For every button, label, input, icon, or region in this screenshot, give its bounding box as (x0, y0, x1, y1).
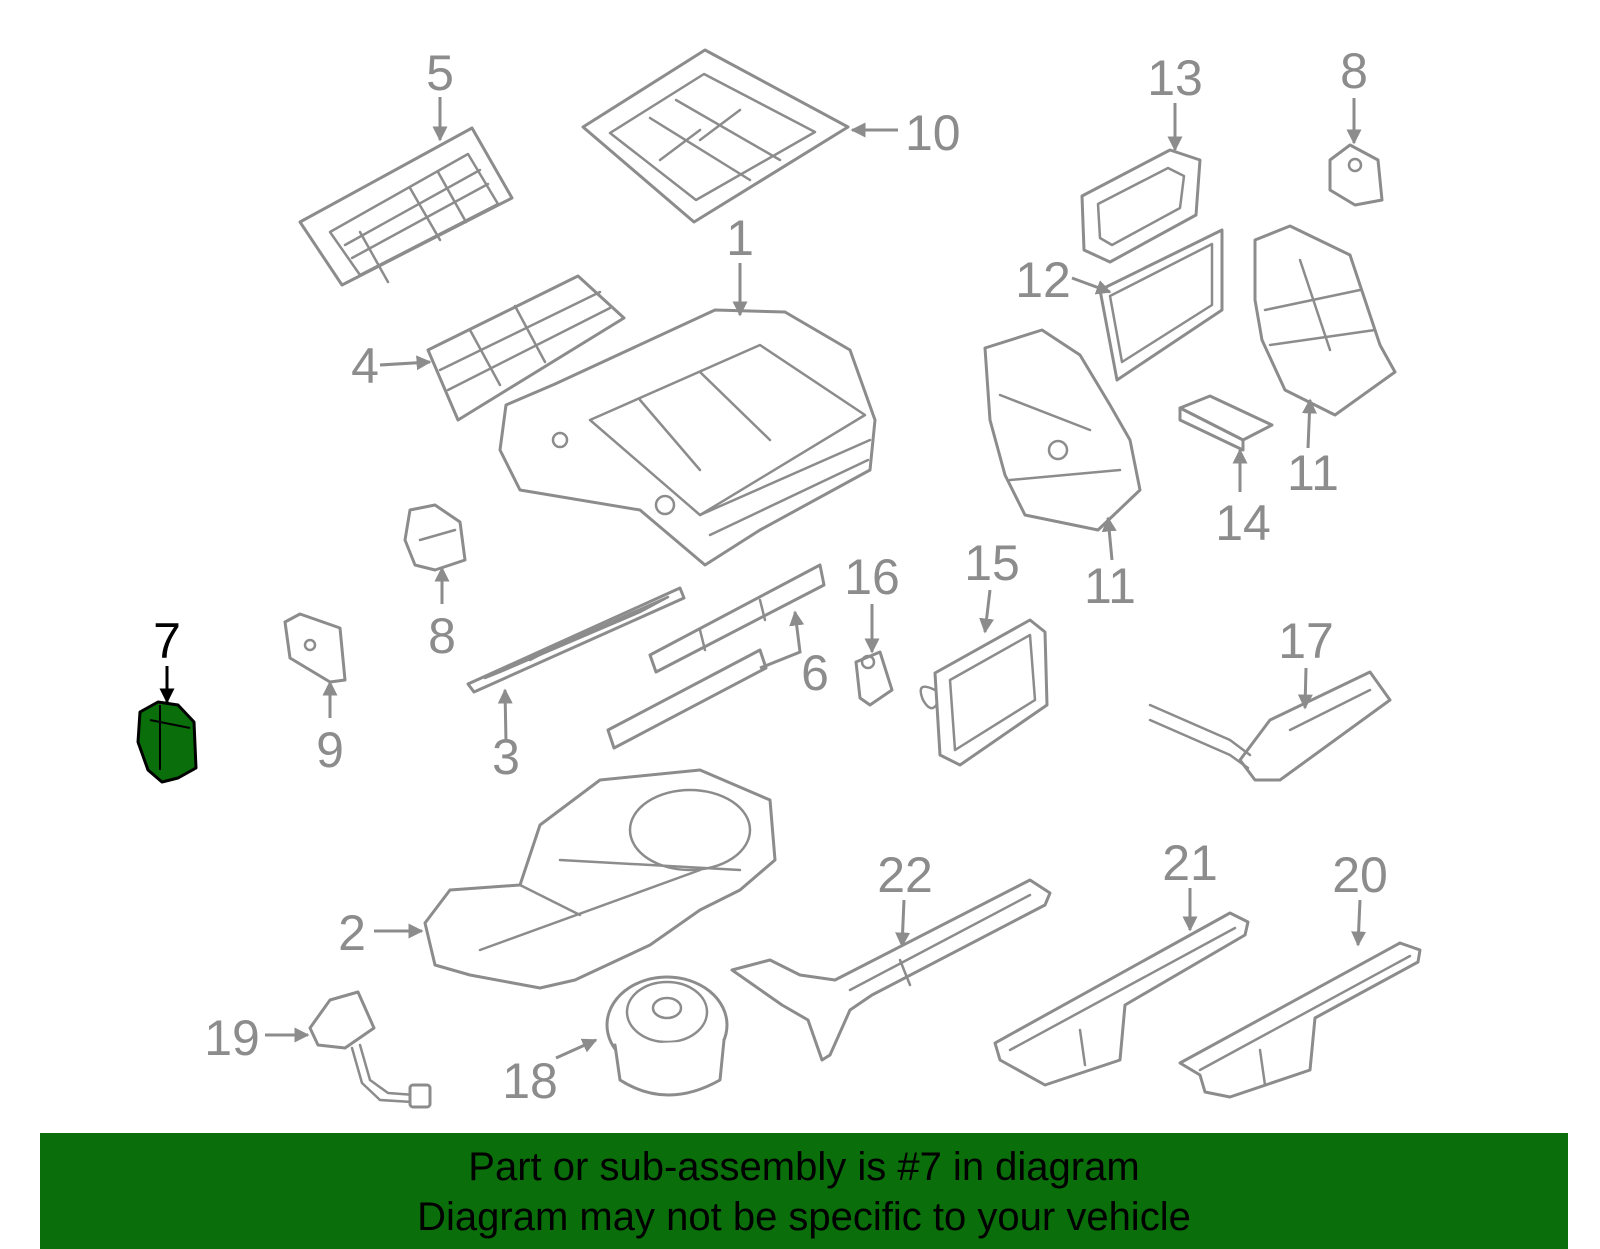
callout-21: 21 (1162, 835, 1218, 891)
callout-7-highlighted: 7 (153, 613, 181, 669)
callout-3: 3 (492, 729, 520, 785)
callout-11-center: 11 (1084, 558, 1136, 614)
callout-14: 14 (1215, 495, 1271, 551)
callout-11-right: 11 (1287, 445, 1339, 501)
part-4-filter[interactable] (426, 274, 626, 422)
part-11-case-right[interactable] (1253, 224, 1397, 417)
callout-8-upper: 8 (1340, 43, 1368, 99)
part-8-actuator-upper[interactable] (1328, 143, 1384, 207)
callout-13: 13 (1147, 50, 1203, 106)
callout-19: 19 (204, 1010, 260, 1066)
part-20-duct[interactable] (1178, 941, 1422, 1099)
part-15-evaporator[interactable] (919, 618, 1049, 767)
callout-15: 15 (964, 535, 1020, 591)
callout-5: 5 (426, 45, 454, 101)
callout-12: 12 (1015, 252, 1071, 308)
part-19-harness[interactable] (308, 990, 432, 1109)
part-13-seal[interactable] (1080, 148, 1202, 264)
part-21-duct[interactable] (993, 911, 1250, 1087)
callout-22: 22 (877, 847, 933, 903)
part-14-filter-block[interactable] (1178, 394, 1274, 452)
part-11-case-center[interactable] (983, 328, 1142, 532)
part-2-lower-case[interactable] (423, 768, 777, 990)
banner-line-2: Diagram may not be specific to your vehi… (417, 1195, 1191, 1239)
part-22-duct[interactable] (730, 878, 1052, 1062)
part-9-bracket[interactable] (283, 612, 347, 684)
part-10-housing-cover[interactable] (581, 48, 850, 224)
callout-18: 18 (502, 1053, 558, 1109)
info-banner: Part or sub-assembly is #7 in diagram Di… (40, 1133, 1568, 1249)
part-16-valve[interactable] (854, 650, 894, 707)
callout-9: 9 (316, 722, 344, 778)
callout-arrows (159, 97, 1367, 1060)
callout-6: 6 (801, 645, 829, 701)
callout-17: 17 (1278, 613, 1334, 669)
part-17-heater-core[interactable] (1148, 670, 1392, 782)
callout-16: 16 (844, 549, 900, 605)
callout-8-lower: 8 (428, 608, 456, 664)
callout-1: 1 (726, 210, 754, 266)
banner-line-1: Part or sub-assembly is #7 in diagram (468, 1145, 1140, 1189)
part-5-filter[interactable] (298, 126, 514, 287)
part-12-core[interactable] (1098, 228, 1224, 382)
callout-2: 2 (338, 905, 366, 961)
part-8-actuator-lower[interactable] (403, 503, 467, 572)
part-6-doors[interactable] (606, 563, 826, 750)
part-3-filter[interactable] (466, 586, 686, 694)
part-7-highlighted-actuator[interactable] (136, 700, 198, 784)
callout-10: 10 (905, 105, 961, 161)
callout-4: 4 (351, 338, 379, 394)
callout-20: 20 (1332, 847, 1388, 903)
part-18-blower-motor[interactable] (605, 975, 729, 1097)
part-1-main-housing[interactable] (498, 308, 877, 567)
